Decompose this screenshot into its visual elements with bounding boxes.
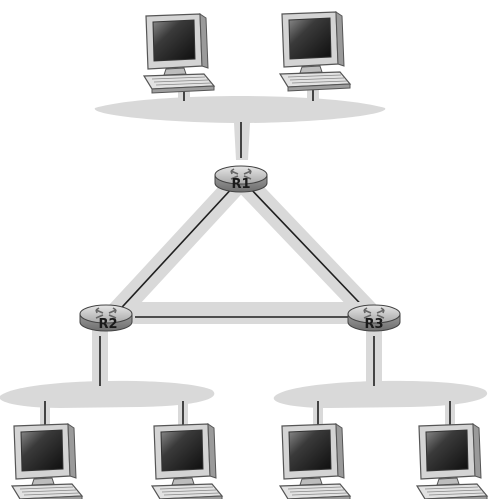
host-computer-icon (152, 424, 222, 499)
router-r1-label: R1 (231, 177, 250, 192)
link-r2-r3 (135, 313, 360, 317)
router-r1: R1 (215, 166, 267, 192)
router-r2-label: R2 (98, 317, 117, 332)
host-computer-icon (417, 424, 487, 499)
router-r2: R2 (80, 305, 132, 332)
subnet-bottom-left-shading (0, 330, 214, 428)
host-computer-icon (12, 424, 82, 499)
link-r1-r3 (247, 185, 374, 318)
router-r3: R3 (348, 305, 400, 332)
router-r3-label: R3 (364, 317, 383, 332)
host-computer-icon (280, 12, 350, 91)
host-computer-icon (144, 14, 214, 93)
subnet-top-shading (95, 80, 386, 160)
link-r1-r2 (112, 185, 235, 318)
subnet-bottom-right-shading (274, 330, 487, 428)
host-computer-icon (280, 424, 350, 499)
